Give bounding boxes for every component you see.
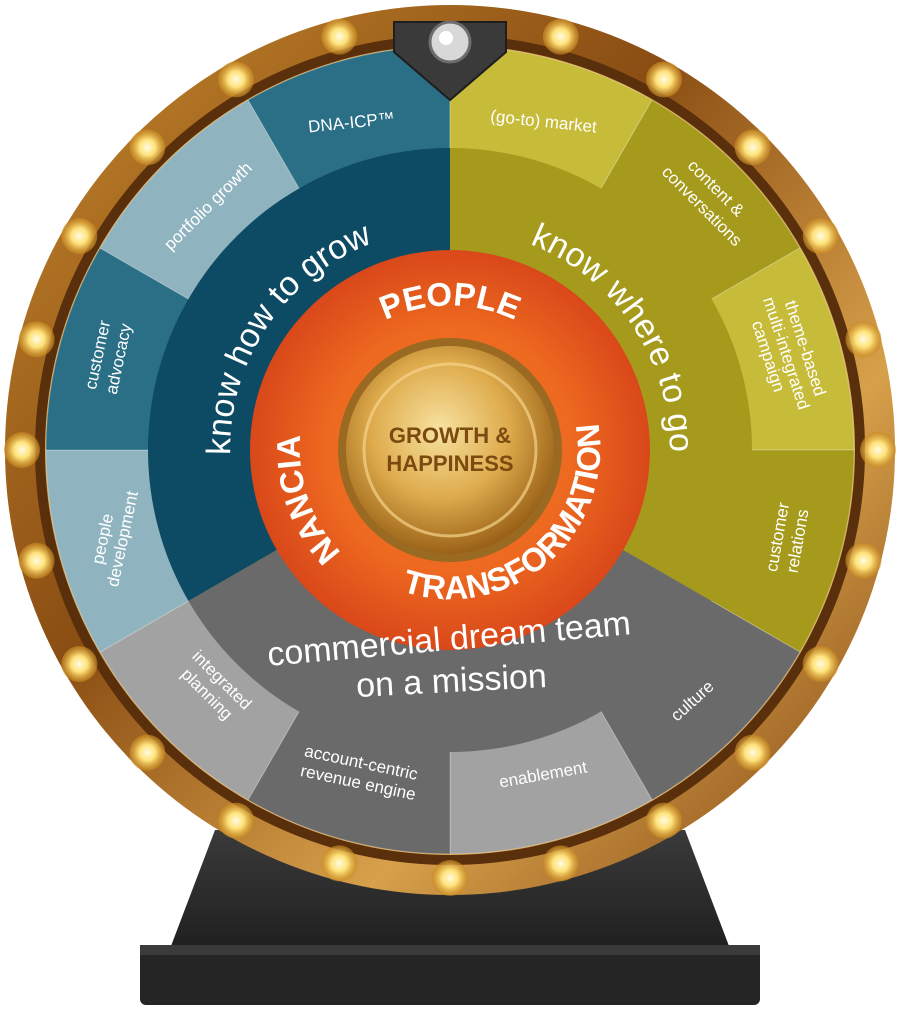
bulb-lights (4, 18, 896, 896)
mid-know-how (148, 148, 450, 601)
bulb-light (845, 542, 882, 579)
bulb-light (129, 129, 166, 166)
pointer-icon (393, 20, 507, 102)
bulb-light (18, 321, 55, 358)
bulb-light (218, 802, 254, 839)
bulb-light (802, 646, 839, 682)
bulb-light (61, 646, 98, 682)
bulb-light (802, 218, 839, 254)
bulb-light (61, 218, 98, 254)
bulb-light (646, 61, 682, 98)
hub-text-line2: HAPPINESS (386, 451, 513, 476)
bulb-light (734, 129, 771, 166)
bulb-light (321, 845, 358, 882)
bulb-light (18, 542, 55, 579)
hub: GROWTH & HAPPINESS (338, 338, 562, 562)
bulb-light (542, 845, 579, 882)
bulb-light (860, 432, 896, 468)
bulb-light (845, 321, 882, 358)
bulb-light (542, 18, 579, 55)
bulb-light (646, 802, 682, 839)
bulb-light (4, 432, 40, 468)
bulb-light (129, 734, 166, 771)
hub-text-line1: GROWTH & (389, 423, 511, 448)
bulb-light (734, 734, 771, 771)
bulb-light (218, 61, 254, 98)
mid-know-where (450, 148, 752, 601)
bulb-light (432, 860, 468, 896)
bulb-light (321, 18, 358, 55)
